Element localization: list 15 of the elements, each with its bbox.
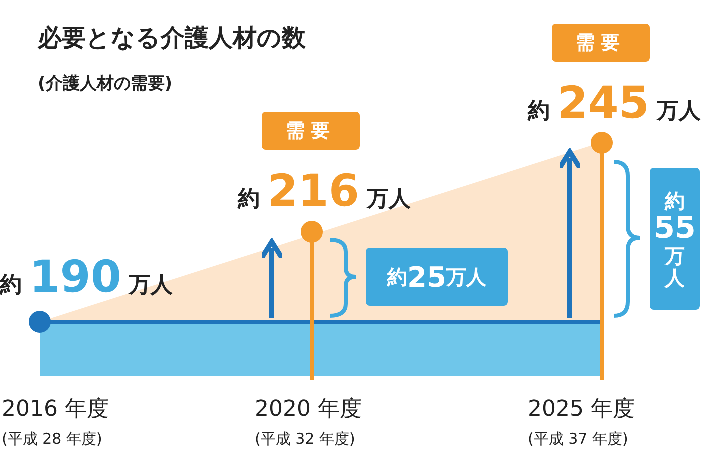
year-label: 2020 年度 (255, 396, 362, 424)
increase-callout: 約25万人 (366, 248, 508, 306)
increase-callout: 約55万人 (650, 168, 700, 310)
badge: 需要 (262, 112, 360, 150)
value-label: 約 245 万人 (528, 78, 702, 129)
value-label: 約 216 万人 (238, 166, 412, 217)
year-label: 2025 年度 (528, 396, 635, 424)
era-year-label: (平成 28 年度) (2, 430, 102, 449)
year-label: 2016 年度 (2, 396, 109, 424)
era-year-label: (平成 32 年度) (255, 430, 356, 449)
chart-title: 必要となる介護人材の数 (38, 23, 306, 54)
chart-subtitle: (介護人材の需要) (38, 73, 173, 95)
badge: 需要 (552, 24, 650, 62)
era-year-label: (平成 37 年度) (528, 430, 628, 449)
value-label: 約 190 万人 (0, 252, 174, 303)
